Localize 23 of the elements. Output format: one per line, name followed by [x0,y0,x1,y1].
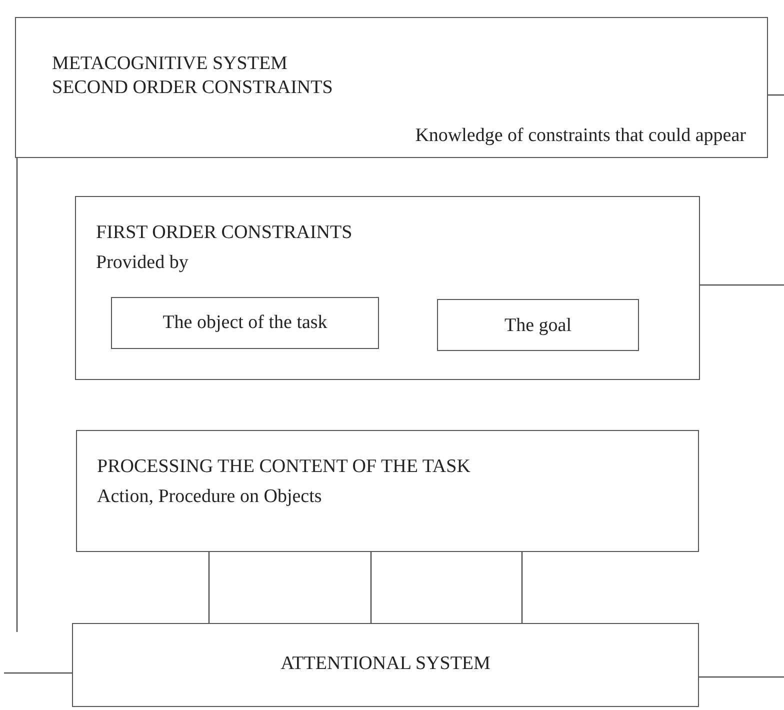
connector-line [699,676,784,678]
connector-line [16,158,18,632]
connector-line [768,94,784,96]
connector-line [208,552,210,623]
connector-line [700,284,784,286]
process-box [75,196,700,380]
process-box [76,430,699,552]
process-box [437,299,639,351]
box-label: The object of the task [162,311,328,335]
subtitle-text: Knowledge of constraints that could appear [414,124,746,148]
connector-line [521,552,523,623]
connector-line [4,672,72,674]
heading-text: FIRST ORDER CONSTRAINTS [96,221,354,245]
box-label: The goal [503,314,572,338]
process-box [111,297,379,349]
connector-line [370,552,372,623]
heading-text: METACOGNITIVE SYSTEM SECOND ORDER CONSTRAINTS [52,52,334,100]
subtitle-text: Action, Procedure on Objects [97,485,323,509]
process-box [72,623,699,707]
heading-text: PROCESSING THE CONTENT OF THE TASK [97,455,472,479]
box-label: ATTENTIONAL SYSTEM [280,652,492,676]
subtitle-text: Provided by [96,251,190,275]
process-box [15,17,768,158]
